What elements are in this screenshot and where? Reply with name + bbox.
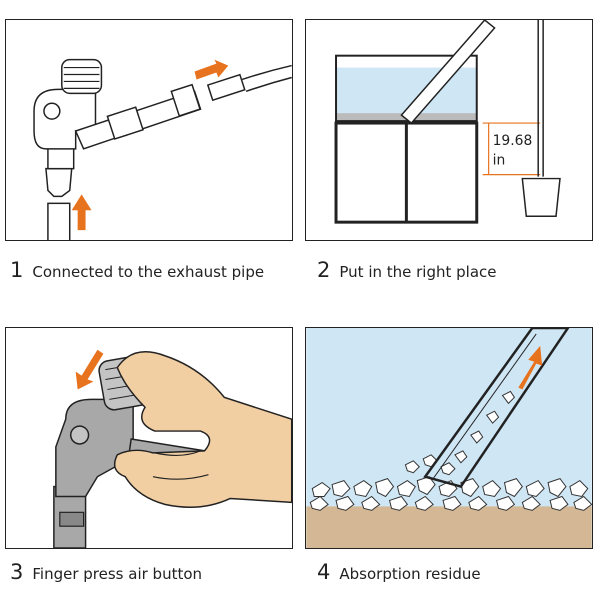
arrow-down-left-icon [75,349,104,390]
sand-layer [306,506,592,548]
bottom-nozzle [45,167,73,198]
pump-body [55,398,134,498]
step-3-caption: 3 Finger press air button [10,560,202,584]
siphon-tube [400,20,496,125]
finger-creases [152,450,209,480]
step-2-caption: 2 Put in the right place [317,258,497,282]
step-1-caption: 1 Connected to the exhaust pipe [10,258,264,282]
absorption-drawing [306,328,592,548]
aquarium-tank [335,54,478,123]
side-knob [43,102,61,120]
step-text: Connected to the exhaust pipe [32,263,265,281]
rising-particles [454,390,516,464]
press-button-drawing [53,349,292,548]
step-number: 4 [317,560,331,584]
step-text: Absorption residue [339,565,481,583]
exhaust-connection-drawing [33,58,292,240]
step-text: Finger press air button [32,565,203,583]
arrow-up-right-icon [518,345,543,390]
step-number: 3 [10,560,24,584]
hose-end [206,73,246,102]
step-4-caption: 4 Absorption residue [317,560,481,584]
step-number: 2 [317,258,331,282]
hand [113,351,292,509]
step-1-illustration [5,19,293,241]
tube-coupler [170,83,201,117]
step-3-illustration [5,327,293,549]
vertical-pipe [47,202,71,240]
arrow-up-icon [71,194,92,231]
exhaust-hose [241,64,292,93]
step-number: 1 [10,258,24,282]
bucket [521,177,561,217]
nozzle-collar [47,146,75,170]
pipe-ring [59,511,85,527]
tube-inner-wall [432,333,537,479]
valve-block [106,106,144,140]
step-2-illustration: 19.68 in [305,19,593,241]
arrow-left-icon [194,59,229,80]
step-text: Put in the right place [339,263,497,281]
measurement-value: 19.68 [493,133,533,149]
siphon-tube [423,328,570,488]
step-4-illustration [305,327,593,549]
side-knob [69,425,90,445]
placement-drawing: 19.68 in [334,20,561,224]
measurement-unit: in [493,153,506,169]
